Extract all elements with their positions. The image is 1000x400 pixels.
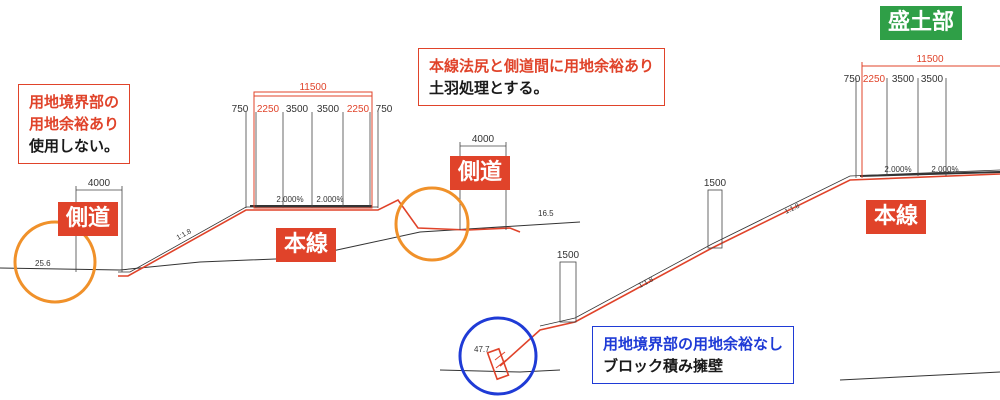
note-left-line3: 使用しない。 bbox=[29, 137, 120, 155]
grade-left-1: 2.000% bbox=[316, 195, 343, 204]
note-left-line2: 用地余裕あり bbox=[29, 115, 120, 133]
ground-line-right bbox=[439, 369, 561, 373]
elev-left: 25.6 bbox=[35, 259, 51, 268]
note-bottom-line2: ブロック積み擁壁 bbox=[603, 357, 724, 375]
dim-verticals-left bbox=[245, 112, 379, 208]
dim-slope-left-text: 1500 bbox=[557, 250, 580, 261]
dim-seg-left-4: 2250 bbox=[347, 104, 370, 115]
grade-right-0: 2.000% bbox=[884, 165, 911, 174]
dim-slope-left-box bbox=[559, 261, 577, 323]
highlight-circle-mid bbox=[394, 186, 470, 262]
dim-slope-right-box bbox=[707, 189, 723, 249]
dim-seg-right-1: 2250 bbox=[863, 74, 886, 85]
dim-seg-left-0: 750 bbox=[232, 104, 249, 115]
dim-side-left-text: 4000 bbox=[88, 178, 111, 189]
highlight-circle-bottom bbox=[458, 316, 538, 396]
elev-bottom: 47.7 bbox=[474, 345, 490, 354]
dim-total-box-left bbox=[253, 91, 373, 209]
note-left: 用地境界部の 用地余裕あり 使用しない。 bbox=[18, 84, 131, 164]
embankment-right bbox=[499, 173, 1000, 367]
note-bottom: 用地境界部の用地余裕なし ブロック積み擁壁 bbox=[592, 326, 795, 384]
note-top-line1: 本線法尻と側道間に用地余裕あり bbox=[429, 57, 655, 75]
wall-hatch bbox=[494, 351, 506, 361]
dim-seg-right-3: 3500 bbox=[921, 74, 944, 85]
dim-total-right-text: 11500 bbox=[916, 54, 944, 65]
note-bottom-line1: 用地境界部の用地余裕なし bbox=[603, 335, 784, 353]
wall-hatch-2 bbox=[495, 359, 507, 369]
embankment-right-base bbox=[539, 169, 1000, 327]
embankment-left bbox=[118, 198, 521, 277]
dim-side-mid-text: 4000 bbox=[472, 134, 495, 145]
dim-seg-left-1: 2250 bbox=[257, 104, 280, 115]
label-honsen-right: 本線 bbox=[866, 200, 927, 234]
note-top-line2: 土羽処理とする。 bbox=[429, 79, 549, 97]
dim-seg-right-0: 750 bbox=[844, 74, 861, 85]
embankment-left-base bbox=[118, 206, 378, 273]
slope-ratio-right: 1:1.8 bbox=[638, 276, 655, 290]
elev-mid: 16.5 bbox=[538, 209, 554, 218]
slope-ratio-left: 1:1.8 bbox=[176, 228, 193, 242]
note-left-line1: 用地境界部の bbox=[29, 93, 120, 111]
section-badge: 盛土部 bbox=[880, 6, 963, 40]
dim-seg-right-2: 3500 bbox=[892, 74, 915, 85]
label-sokudo-left: 側道 bbox=[58, 202, 119, 236]
ground-line-right-far bbox=[839, 371, 1000, 381]
label-honsen-left: 本線 bbox=[276, 228, 337, 262]
highlight-circle-left bbox=[13, 220, 97, 304]
grade-right-1: 2.000% bbox=[931, 165, 958, 174]
slope-ratio-right-upper: 1:1.8 bbox=[784, 203, 801, 216]
dim-total-left-text: 11500 bbox=[299, 82, 327, 93]
label-sokudo-mid: 側道 bbox=[450, 156, 511, 190]
grade-left-0: 2.000% bbox=[276, 195, 303, 204]
road-surface-right bbox=[859, 171, 1000, 177]
dim-slope-right-text: 1500 bbox=[704, 178, 727, 189]
dim-verticals-right bbox=[855, 78, 947, 178]
dim-seg-left-3: 3500 bbox=[317, 104, 340, 115]
note-top: 本線法尻と側道間に用地余裕あり 土羽処理とする。 bbox=[418, 48, 666, 106]
dim-seg-left-5: 750 bbox=[376, 104, 393, 115]
block-retaining-wall bbox=[486, 347, 510, 381]
dim-seg-left-2: 3500 bbox=[286, 104, 309, 115]
